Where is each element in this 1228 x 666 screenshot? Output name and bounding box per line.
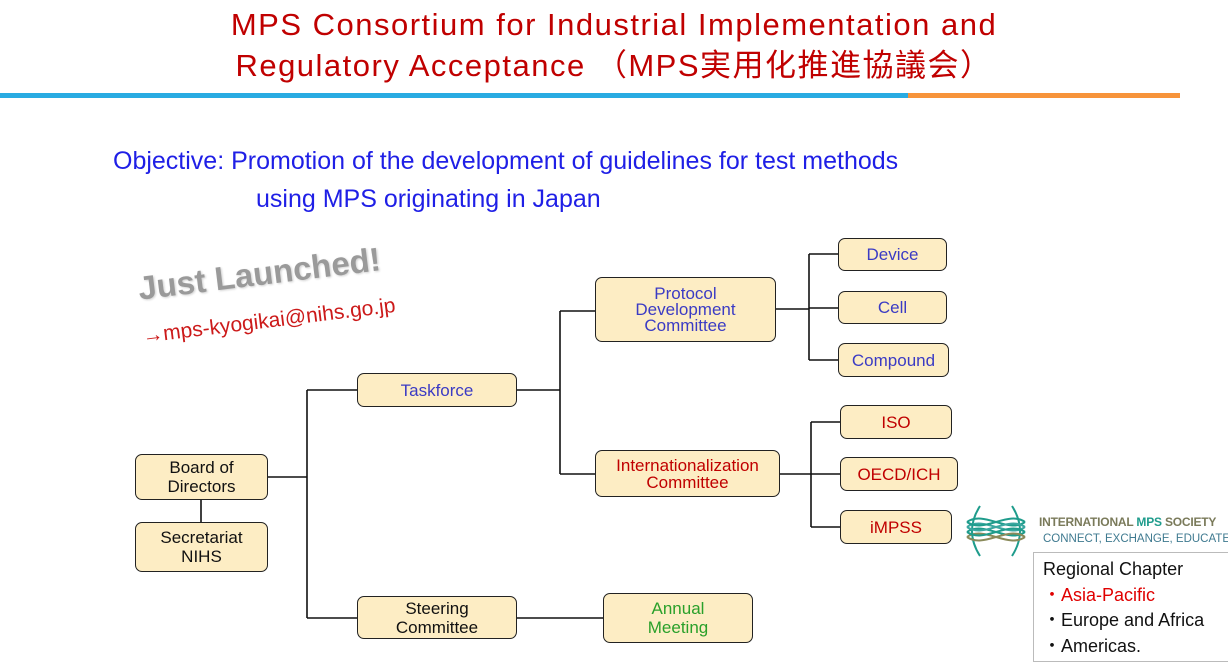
secretariat-box: Secretariat NIHS <box>135 522 268 572</box>
society-name-suffix: SOCIETY <box>1161 515 1217 529</box>
header-bar-orange <box>908 93 1180 98</box>
slide-title: MPS Consortium for Industrial Implementa… <box>0 4 1228 86</box>
regional-item-europe-africa: ・Europe and Africa <box>1043 610 1205 630</box>
title-line-2: Regulatory Acceptance （MPS実用化推進協議会） <box>235 48 993 83</box>
device-box: Device <box>838 238 947 271</box>
society-name-mps: MPS <box>1136 515 1162 529</box>
protocol-committee-box: Protocol Development Committee <box>595 277 776 342</box>
objective-line-2: using MPS originating in Japan <box>256 185 601 213</box>
society-tagline: CONNECT, EXCHANGE, EDUCATE <box>1043 533 1228 545</box>
annual-meeting-box: Annual Meeting <box>603 593 753 643</box>
impss-box: iMPSS <box>840 510 952 544</box>
internationalization-committee-box: Internationalization Committee <box>595 450 780 497</box>
oecd-ich-box: OECD/ICH <box>840 457 958 491</box>
regional-chapter-panel: Regional Chapter ・Asia-Pacific ・Europe a… <box>1033 552 1228 662</box>
cell-box: Cell <box>838 291 947 324</box>
iso-box: ISO <box>840 405 952 439</box>
regional-chapter-title: Regional Chapter <box>1043 559 1184 579</box>
header-bar-blue <box>0 93 908 98</box>
regional-item-americas: ・Americas. <box>1043 635 1142 656</box>
taskforce-box: Taskforce <box>357 373 517 407</box>
compound-box: Compound <box>838 343 949 377</box>
objective-line-1: Objective: Promotion of the development … <box>113 147 899 175</box>
board-of-directors-box: Board of Directors <box>135 454 268 500</box>
society-name: INTERNATIONAL MPS SOCIETY <box>1039 515 1216 529</box>
impss-society-logo-icon <box>966 505 1026 557</box>
title-line-1: MPS Consortium for Industrial Implementa… <box>230 7 998 42</box>
steering-committee-box: Steering Committee <box>357 596 517 639</box>
regional-item-asia-pacific: ・Asia-Pacific <box>1043 584 1156 605</box>
society-name-prefix: INTERNATIONAL <box>1039 515 1137 529</box>
